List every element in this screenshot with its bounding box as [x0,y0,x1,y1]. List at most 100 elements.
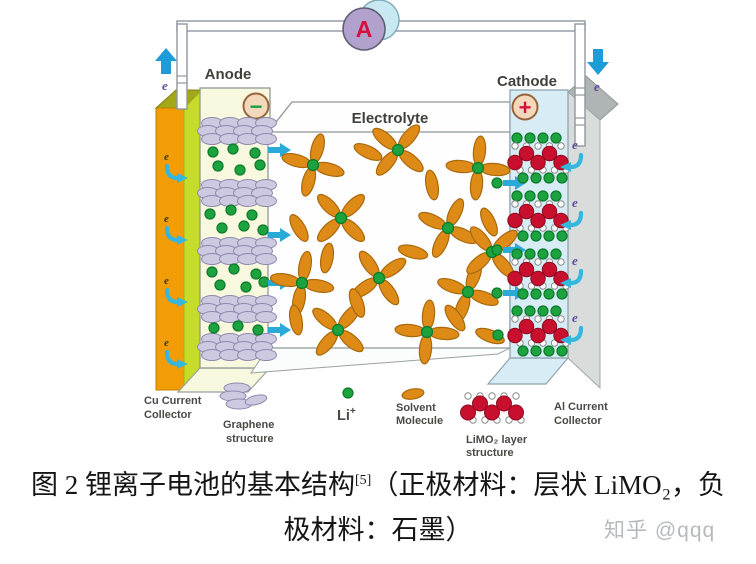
li-ion-icon [491,177,503,189]
electron-curve-arrow-icon [177,173,188,183]
electron-curve-arrow-icon [568,268,584,286]
electron-curve-arrow-icon [177,359,188,369]
electron-curve-arrow-icon [568,210,584,228]
electron-curve-arrow-icon [560,162,571,172]
electron-curve-arrow-icon [177,297,188,307]
cu-collector-front-face [155,107,185,391]
oxygen-site-icon [464,392,472,400]
electron-flow-top: e e [155,48,609,94]
limo2-atom-icon [508,404,524,421]
legend-limo2-icon [460,392,525,424]
solvent-molecule-icon [480,207,498,237]
graphene-layer-icon [255,349,277,361]
caption-line-1: 图 2 锂离子电池的基本结构[5]（正极材料：层状 LiMO₂，负 [31,470,725,500]
li-ion-icon [252,324,264,336]
limo2-atom-icon [518,318,535,335]
li-ion-icon [491,287,503,299]
electrolyte-bottom-face [250,347,511,374]
figure-caption: 图 2 锂离子电池的基本结构[5]（正极材料：层状 LiMO₂，负 极材料：石墨… [0,458,756,552]
li-ion-icon [258,276,270,288]
legend-solvent-icon [401,388,425,400]
li-ion-icon [234,164,246,176]
limo2-atom-icon [507,327,523,344]
battery-diagram: − Electrolyte + A e [144,0,619,459]
li-ion-icon [530,230,542,242]
oxygen-site-icon [534,200,542,208]
li-ion-icon [556,172,568,184]
li-ion-icon [511,305,523,317]
minus-sign: − [250,94,263,119]
graphene-layer-icon [255,311,277,323]
legend-cu-label: Cu Current [144,395,202,407]
electrolyte-label: Electrolyte [352,110,429,127]
li-ion-icon [550,305,562,317]
oxygen-site-icon [511,315,519,323]
li-ion-icon [530,172,542,184]
electron-label: e [572,137,578,152]
li-ion-icon [232,320,244,332]
li-ion-icon [550,190,562,202]
graphene-layer-icon [255,133,277,145]
limo2-atom-icon [518,203,535,220]
li-ion-icon [334,211,348,225]
legend: Cu Current Collector Graphene structure … [144,382,608,459]
li-ion-icon [556,230,568,242]
li-ion-icon [250,268,262,280]
graphene-layer-icon [255,195,277,207]
electron-curve-arrow-icon [568,325,584,343]
li-ion-icon [517,345,529,357]
limo2-atom-icon [484,404,500,421]
oxygen-site-icon [512,392,520,400]
li-ion-icon [530,288,542,300]
electron-label-right: e [594,79,600,94]
oxygen-site-icon [511,200,519,208]
legend-li-ion-icon [342,387,354,399]
electron-curve-arrow-icon [164,287,180,305]
li-ion-icon [372,271,386,285]
electron-curve-arrow-icon [560,278,571,288]
li-ion-icon [420,325,434,339]
legend-solvent-label2: Molecule [396,415,443,427]
li-ion-icon [227,143,239,155]
li-ion-icon [543,172,555,184]
wire-right [574,23,586,147]
limo2-atom-icon [530,327,546,344]
legend-solvent-label: Solvent [396,402,436,414]
limo2-atom-icon [518,261,535,278]
li-ion-icon [556,288,568,300]
legend-al-label: Al Current [554,401,608,413]
solvent-molecule-icon [348,288,366,318]
legend-li-label: Li+ [337,406,356,424]
li-ion-icon [461,285,475,299]
li-ion-icon [228,263,240,275]
ammeter-icon: A [342,0,400,51]
oxygen-site-icon [557,258,565,266]
li-ion-icon [249,147,261,159]
electron-up-arrow-icon [155,48,177,74]
li-flow-arrow-icon [268,323,291,337]
oxygen-site-icon [534,142,542,150]
li-ion-icon [257,224,269,236]
li-ion-icon [537,132,549,144]
cu-current-collector [154,89,204,392]
li-ion-icon [216,222,228,234]
legend-cu-label2: Collector [144,409,192,421]
caption-line-2: 极材料：石墨） [283,515,473,545]
li-ion-icon [550,132,562,144]
oxygen-site-icon [557,142,565,150]
legend-graphene-label2: structure [226,433,274,445]
li-ion-icon [208,322,220,334]
li-ion-icon [306,158,320,172]
li-ion-icon [543,230,555,242]
legend-limo2-label2: structure [466,447,514,459]
li-ion-icon [246,209,258,221]
cathode-label: Cathode [497,73,557,90]
solvent-molecule-icon [444,304,466,332]
li-ion-icon [524,132,536,144]
oxygen-site-icon [511,142,519,150]
legend-limo2-label: LiMO₂ layer [466,434,528,446]
li-ion-icon [550,248,562,260]
li-ion-icon [331,323,345,337]
limo2-atom-icon [507,154,523,171]
limo2-atom-icon [530,212,546,229]
